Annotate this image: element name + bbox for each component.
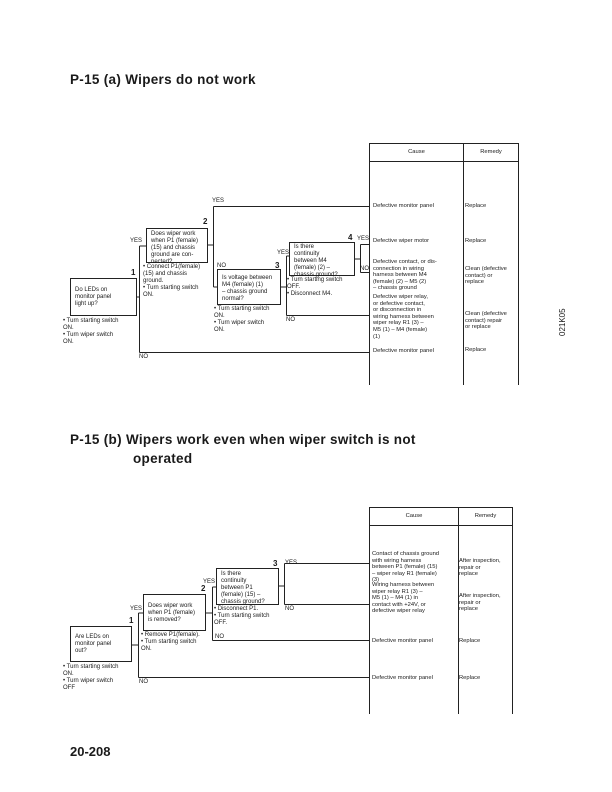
step-b1-question: Are LEDs on monitor panel out?: [70, 626, 132, 662]
table-a-cause: Defective monitor panel: [373, 203, 434, 209]
table-b-cause: Defective monitor panel: [372, 638, 433, 644]
table-a-remedy: Replace: [465, 238, 487, 244]
figure-code: 021K05: [558, 308, 567, 336]
table-b-header-remedy: Remedy: [474, 513, 497, 519]
branch-yes-label: YES: [212, 198, 225, 204]
section-a-title: P-15 (a) Wipers do not work: [70, 72, 256, 87]
table-b-remedy: Replace: [459, 675, 481, 681]
step-a4-question: Is there continuity between M4 (female) …: [289, 242, 355, 278]
section-b-title: P-15 (b) Wipers work even when wiper swi…: [70, 432, 416, 447]
table-a-cause: Defective wiper relay, or defective cont…: [373, 294, 434, 340]
step-a2-notes: • Connect P1(female) (15) and chassis gr…: [143, 264, 201, 298]
step-number: 1: [129, 616, 134, 625]
branch-no-label: NO: [285, 606, 294, 612]
step-b3-question: Is there continuity between P1 (female) …: [216, 568, 279, 605]
step-a3-notes: • Turn starting switch ON. • Turn wiper …: [214, 306, 270, 333]
branch-yes-label: YES: [285, 560, 298, 566]
table-a-cause: Defective contact, or dis- connection in…: [373, 259, 437, 292]
branch-no-label: NO: [360, 266, 369, 272]
step-number: 2: [201, 584, 206, 593]
branch-no-label: NO: [215, 634, 224, 640]
branch-yes-label: YES: [130, 238, 143, 244]
table-b-remedy: Replace: [459, 638, 481, 644]
table-a-cause: Defective monitor panel: [373, 348, 434, 354]
table-b-cause: Defective monitor panel: [372, 675, 433, 681]
table-b-header-cause: Cause: [405, 513, 423, 519]
step-b3-notes: • Disconnect P1. • Turn starting switch …: [214, 606, 270, 626]
page-number: 20-208: [70, 744, 111, 759]
step-number: 1: [131, 268, 136, 277]
step-a3-question: Is voltage between M4 (female) (1) – cha…: [217, 269, 281, 305]
section-b-title-line2: operated: [133, 451, 193, 466]
branch-no-label: NO: [139, 354, 148, 360]
step-a1-notes: • Turn starting switch ON. • Turn wiper …: [63, 318, 119, 345]
table-a-header-cause: Cause: [408, 149, 425, 155]
branch-no-label: NO: [217, 263, 226, 269]
table-b-remedy: After inspection, repair or replace: [459, 558, 501, 578]
table-b-cause: Contact of chassis ground with wiring ha…: [372, 551, 440, 584]
table-b-remedy: After inspection, repair or replace: [459, 593, 501, 613]
table-a-remedy: Clean (defective contact) repair or repl…: [465, 311, 507, 331]
step-number: 3: [273, 559, 278, 568]
step-number: 3: [275, 261, 280, 270]
table-a-remedy: Replace: [465, 203, 487, 209]
step-a1-question: Do LEDs on monitor panel light up?: [70, 278, 137, 316]
branch-no-label: NO: [139, 679, 148, 685]
step-number: 2: [203, 217, 208, 226]
table-b-cause: Wiring harness between wiper relay R1 (3…: [372, 582, 435, 615]
step-b2-question: Does wiper work when P1 (female) is remo…: [143, 594, 206, 631]
step-a4-notes: • Turn starting switch OFF. • Disconnect…: [287, 277, 343, 297]
step-a2-question: Does wiper work when P1 (female) (15) an…: [146, 228, 208, 265]
branch-yes-label: YES: [277, 250, 290, 256]
branch-no-label: NO: [286, 317, 295, 323]
branch-yes-label: YES: [203, 579, 216, 585]
step-number: 4: [348, 233, 353, 242]
table-a-remedy: Clean (defective contact) or replace: [465, 266, 507, 286]
branch-yes-label: YES: [130, 606, 143, 612]
table-a-remedy: Replace: [465, 347, 487, 353]
table-a-header-remedy: Remedy: [480, 149, 502, 155]
branch-yes-label: YES: [357, 236, 370, 242]
table-a-cause: Defective wiper motor: [373, 238, 430, 244]
step-b1-notes: • Turn starting switch ON. • Turn wiper …: [63, 664, 119, 691]
step-b2-notes: • Remove P1(female). • Turn starting swi…: [141, 632, 200, 652]
